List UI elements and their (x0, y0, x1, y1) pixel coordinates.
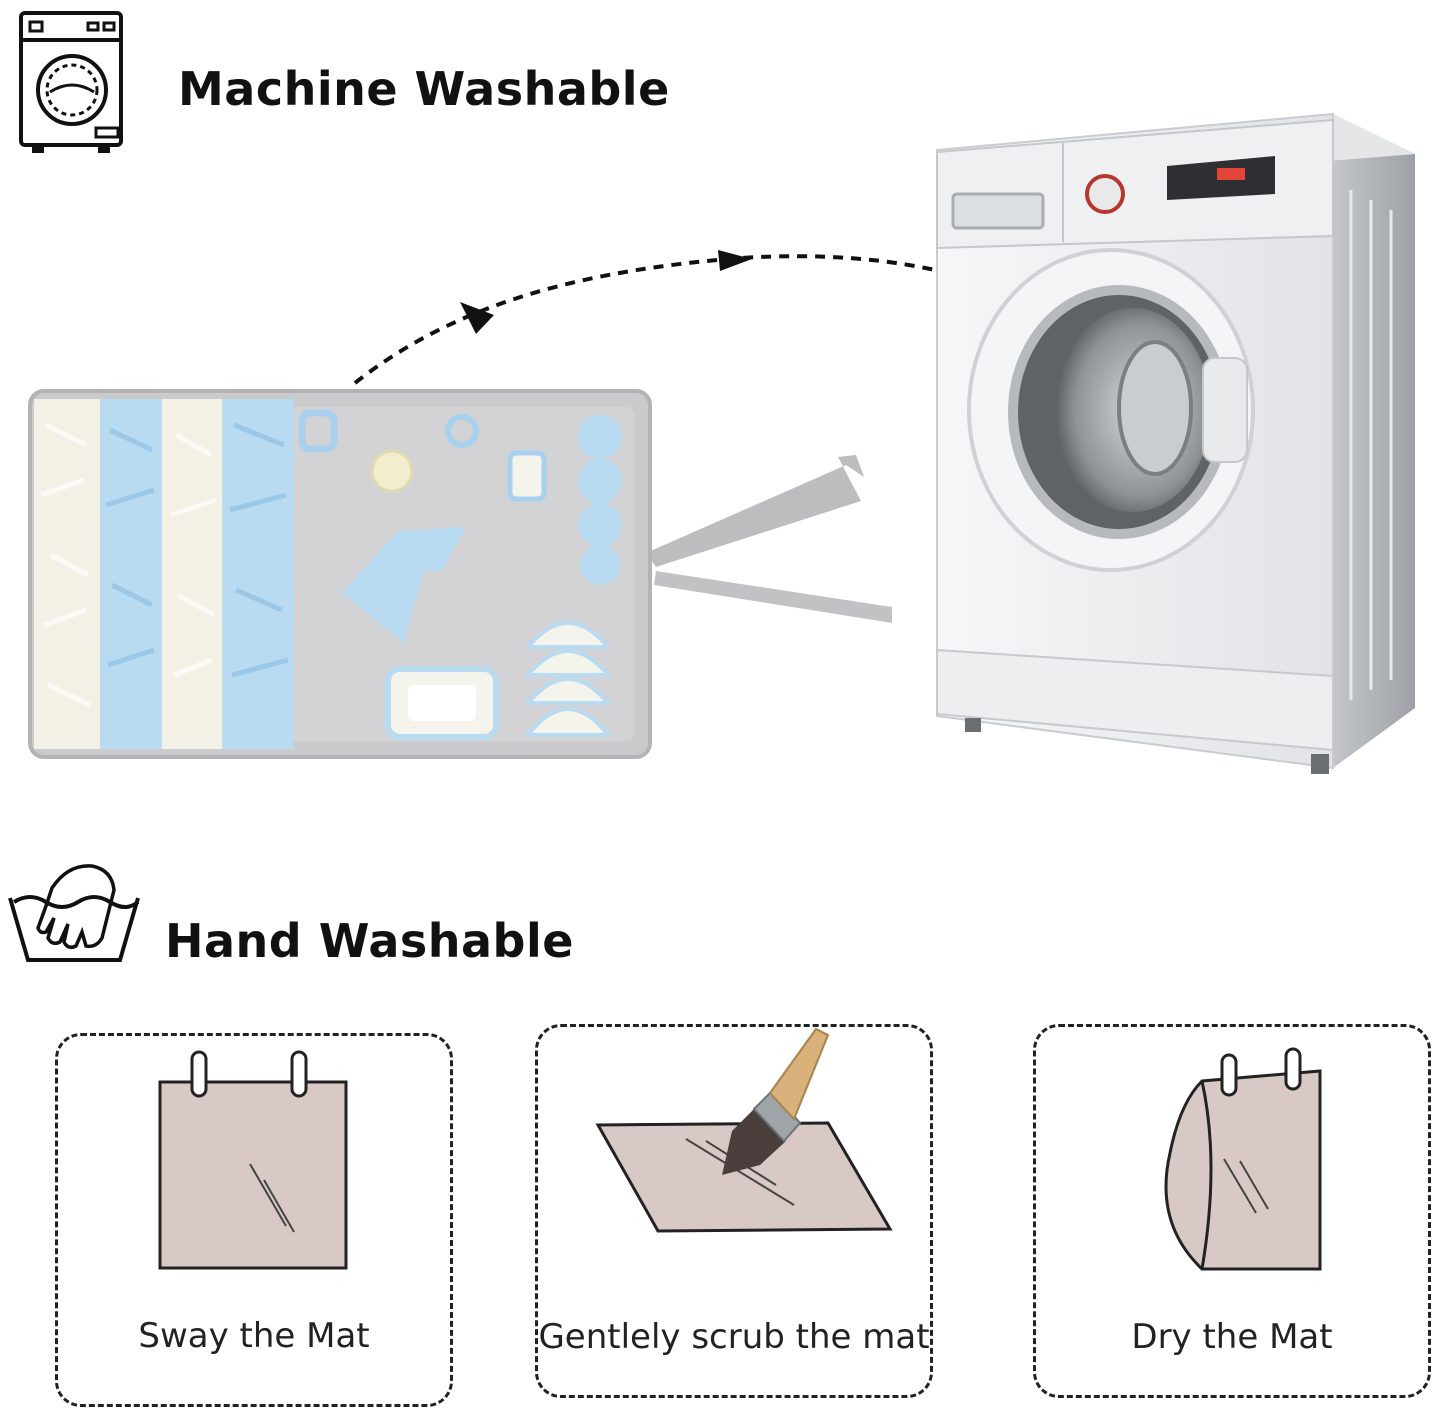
step-label: Dry the Mat (1131, 1317, 1333, 1357)
scrub-brush-icon (594, 1023, 894, 1239)
hanging-mat-icon (154, 1048, 354, 1278)
machine-washable-heading: Machine Washable (178, 62, 670, 116)
snuffle-mat-image (26, 385, 896, 765)
step-card-sway: Sway the Mat (55, 1033, 453, 1407)
washing-machine-icon (18, 10, 124, 156)
step-card-dry: Dry the Mat (1033, 1024, 1431, 1398)
drying-mat-icon (1160, 1043, 1330, 1273)
step-label: Gentlely scrub the mat (538, 1317, 930, 1357)
washing-machine-image (935, 110, 1435, 780)
hand-washable-heading: Hand Washable (165, 914, 574, 968)
step-card-scrub: Gentlely scrub the mat (535, 1024, 933, 1398)
step-label: Sway the Mat (138, 1316, 370, 1356)
hand-wash-icon (6, 862, 142, 966)
